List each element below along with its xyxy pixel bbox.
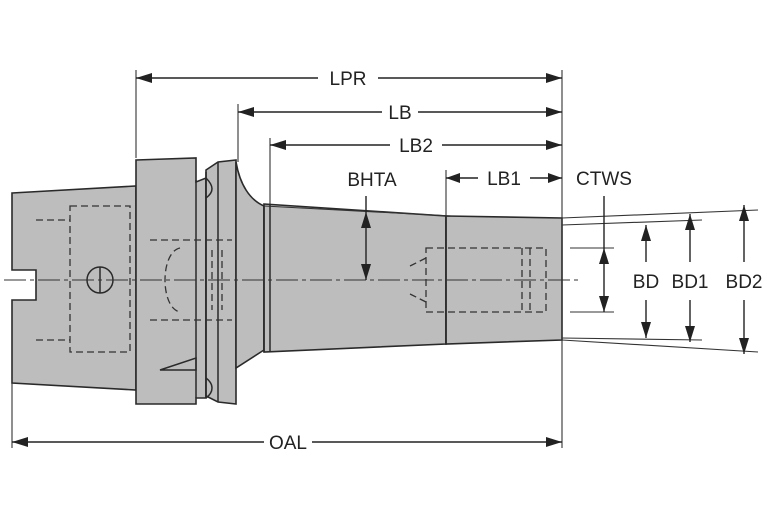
- dimension-ctws: CTWS: [576, 169, 632, 312]
- label-bd1: BD1: [672, 272, 709, 293]
- label-lpr: LPR: [330, 69, 367, 90]
- body-edges: [86, 162, 447, 402]
- neck: [235, 161, 265, 370]
- groove-curve: [205, 177, 213, 199]
- hidden-shaft-end: [164, 247, 181, 313]
- dimension-oal: OAL: [12, 433, 562, 454]
- ext-line-bd1-top: [561, 219, 703, 226]
- label-lb: LB: [388, 103, 411, 124]
- extension-lines: [11, 70, 759, 448]
- flange-groove: [205, 159, 237, 405]
- ext-line-bhta: [263, 205, 453, 217]
- label-oal: OAL: [269, 433, 307, 454]
- label-lb1: LB1: [487, 169, 521, 190]
- taper-shank: [11, 185, 137, 391]
- label-bd: BD: [633, 272, 659, 293]
- dimension-lb2: LB2: [270, 136, 562, 157]
- label-bhta: BHTA: [347, 170, 397, 191]
- holder-body: [11, 157, 563, 405]
- groove-curve: [205, 377, 213, 399]
- hidden-shaft: [150, 239, 232, 321]
- dimension-lpr: LPR: [136, 69, 562, 90]
- label-bd2: BD2: [726, 272, 763, 293]
- dimension-lb1: LB1: [446, 169, 562, 190]
- ext-line-bd2-top: [561, 209, 759, 219]
- dimension-lb: LB: [238, 103, 562, 124]
- tapered-body: [263, 203, 447, 353]
- dimension-bd2: BD2: [726, 205, 763, 354]
- hidden-bore-chamfer: [409, 257, 427, 303]
- ext-line-bd2-bottom: [561, 339, 759, 353]
- label-lb2: LB2: [399, 136, 433, 157]
- ext-line-bd1-bottom: [561, 337, 703, 341]
- drive-slot: [159, 356, 197, 371]
- hidden-bore: [69, 205, 131, 353]
- hidden-lines: [36, 205, 547, 353]
- dimension-bd: BD: [633, 225, 659, 338]
- hidden-bore-ext: [36, 219, 70, 341]
- label-ctws: CTWS: [576, 169, 632, 190]
- hidden-collet-bore: [425, 247, 547, 313]
- dimension-bd1: BD1: [672, 214, 709, 342]
- dimension-bhta: BHTA: [347, 170, 397, 280]
